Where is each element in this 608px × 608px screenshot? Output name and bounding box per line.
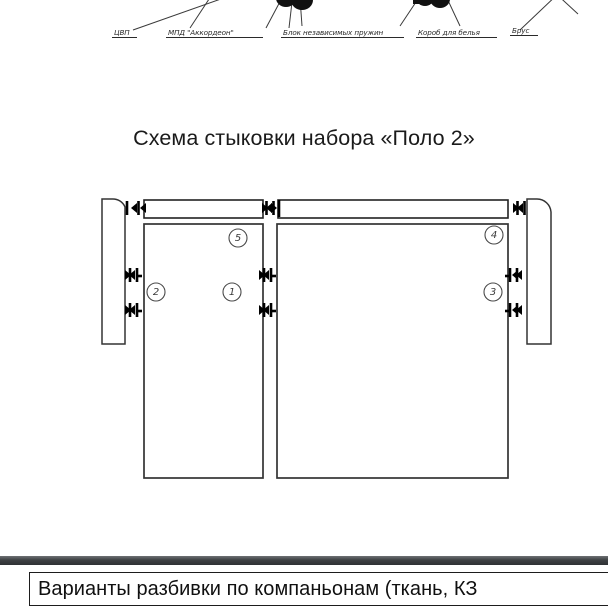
callout-3: 3 xyxy=(483,282,503,302)
connector-left-lower xyxy=(125,303,142,317)
callout-number: 1 xyxy=(229,287,235,298)
top-slide-fragment: ЦВП МПД "Аккордеон" Блок независимых пру… xyxy=(0,0,608,46)
page-title: Схема стыковки набора «Поло 2» xyxy=(133,126,475,150)
callout-5: 5 xyxy=(228,228,248,248)
fragment-label-beam: Брус xyxy=(510,26,538,36)
right-panel xyxy=(276,223,509,479)
fragment-label-text: Блок независимых пружин xyxy=(283,28,384,37)
callout-number: 4 xyxy=(491,230,497,241)
connector-right-upper xyxy=(505,268,522,282)
bottom-caption-text: Варианты разбивки по компаньонам (ткань,… xyxy=(38,577,478,600)
top-left-bar xyxy=(143,199,264,219)
fragment-label-springs: Блок независимых пружин xyxy=(281,28,404,38)
left-side-strip xyxy=(101,198,126,345)
cut-off-icons xyxy=(276,0,450,10)
section-divider-band xyxy=(0,556,608,565)
fragment-label-box: Короб для белья xyxy=(416,28,497,38)
connector-left-upper xyxy=(125,268,142,282)
connector-top-right xyxy=(513,201,526,215)
connector-top-center xyxy=(262,200,281,217)
top-right-bar xyxy=(277,199,509,219)
fragment-label-cvp: ЦВП xyxy=(112,28,137,38)
fragment-label-text: Брус xyxy=(512,26,529,35)
assembly-scheme-diagram: 5 4 2 1 3 xyxy=(0,180,608,510)
connector-right-lower xyxy=(505,303,522,317)
connector-top-left xyxy=(125,201,146,215)
callout-number: 5 xyxy=(235,233,241,244)
left-panel xyxy=(143,223,264,479)
fragment-label-text: Короб для белья xyxy=(418,28,481,37)
connector-center-upper xyxy=(259,268,276,282)
callout-2: 2 xyxy=(146,282,166,302)
right-side-strip xyxy=(526,198,552,345)
callout-1: 1 xyxy=(222,282,242,302)
fragment-label-text: МПД "Аккордеон" xyxy=(168,28,234,37)
fragment-label-text: ЦВП xyxy=(114,28,130,37)
fragment-label-mdf: МПД "Аккордеон" xyxy=(166,28,263,38)
callout-number: 2 xyxy=(153,287,159,298)
callout-4: 4 xyxy=(484,225,504,245)
callout-number: 3 xyxy=(490,287,496,298)
connector-center-lower xyxy=(259,303,276,317)
bottom-caption-box: Варианты разбивки по компаньонам (ткань,… xyxy=(29,572,608,606)
